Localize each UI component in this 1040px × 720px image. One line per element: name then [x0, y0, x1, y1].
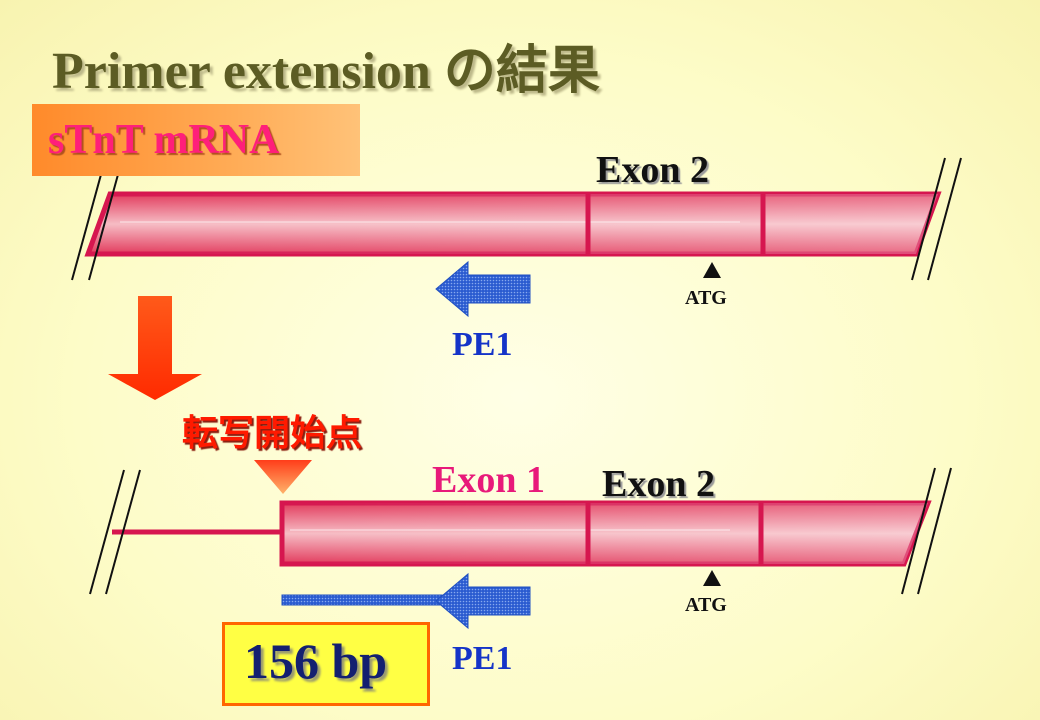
mrna-label: sTnT mRNA: [48, 117, 280, 163]
transcription-start-label: 転写開始点: [182, 413, 363, 454]
bottom-right-break-marks: [901, 467, 952, 595]
step-down-arrow: [108, 296, 202, 400]
product-size-label: 156 bp: [244, 633, 388, 689]
slide-title: Primer extension の結果: [52, 43, 600, 100]
transcription-start-marker: [254, 460, 312, 494]
top-primer-label: PE1: [452, 326, 513, 363]
top-primer-arrow: [435, 260, 531, 318]
top-atg-label: ATG: [685, 287, 727, 309]
top-exon2-label: Exon 2: [596, 149, 709, 191]
extension-product-bar: [281, 594, 443, 606]
top-right-break-marks: [911, 157, 962, 281]
mrna-label-box: [32, 104, 360, 176]
bottom-atg-label: ATG: [685, 594, 727, 616]
bottom-left-break-marks: [89, 469, 141, 595]
bottom-mrna-bar: [279, 500, 932, 567]
bottom-atg-marker: [703, 570, 721, 586]
bottom-exon1-label: Exon 1: [432, 459, 545, 501]
top-left-break-marks: [71, 159, 123, 281]
bottom-primer-arrow: [435, 572, 531, 630]
top-mrna-bar: [84, 191, 942, 257]
product-size-box: [222, 622, 430, 706]
bottom-primer-label: PE1: [452, 640, 513, 677]
top-atg-marker: [703, 262, 721, 278]
bottom-exon2-label: Exon 2: [602, 463, 715, 505]
